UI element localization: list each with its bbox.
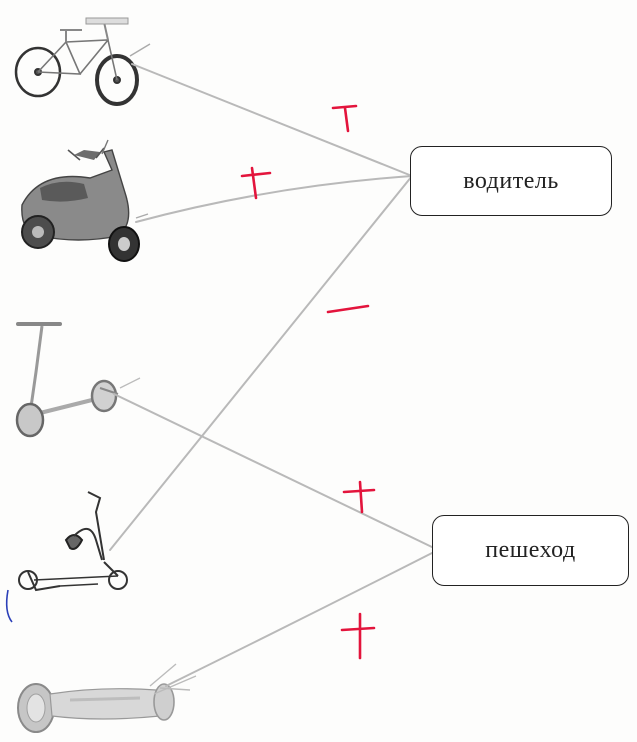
word-pedestrian: пешеход bbox=[485, 537, 576, 563]
line-moped-to-driver bbox=[135, 175, 413, 223]
word-driver: водитель bbox=[463, 167, 559, 194]
grading-marks bbox=[240, 104, 376, 660]
hoverboard-icon bbox=[17, 663, 197, 733]
word-box-pedestrian: пешеход bbox=[432, 515, 629, 586]
word-box-driver: водитель bbox=[410, 146, 612, 216]
line-bicycle-to-driver bbox=[131, 63, 413, 177]
electric-scooter-icon bbox=[5, 491, 128, 623]
line-kick-scooter-to-pedestrian bbox=[113, 393, 435, 549]
kick-scooter-icon bbox=[15, 322, 141, 438]
line-electric-scooter-to-driver bbox=[109, 175, 413, 551]
mark-plus-bicycle bbox=[331, 104, 358, 133]
mark-plus-hoverboard bbox=[340, 612, 376, 660]
scooter-moped-icon bbox=[21, 139, 149, 262]
mark-plus-kick-scooter bbox=[342, 480, 376, 514]
mark-minus-electric-scooter bbox=[326, 304, 370, 314]
bicycle-icon bbox=[14, 17, 151, 106]
mark-plus-moped bbox=[240, 166, 272, 200]
line-hoverboard-to-pedestrian bbox=[165, 551, 435, 687]
matching-lines bbox=[109, 63, 435, 687]
